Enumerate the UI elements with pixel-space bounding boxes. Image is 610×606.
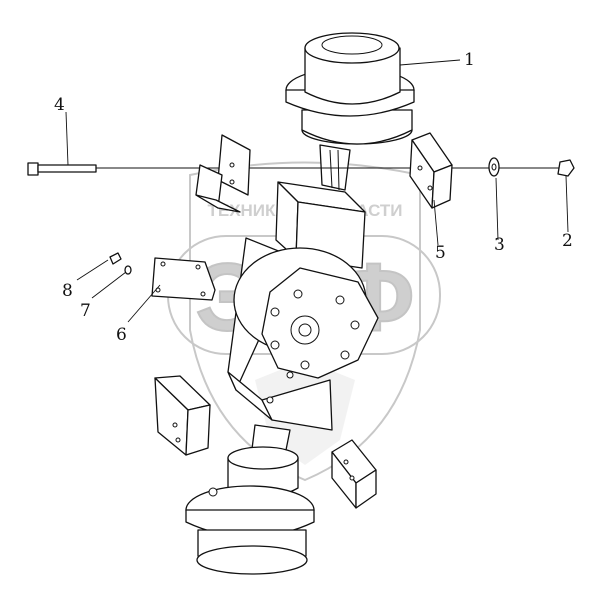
part-4-long-bolt [27, 162, 562, 176]
part-2-nut [557, 159, 575, 177]
bottom-hub [185, 446, 315, 575]
part-7-small-washer [124, 265, 132, 275]
part-3-washer [488, 157, 500, 177]
callout-7: 7 [80, 301, 91, 321]
part-5-plate [409, 132, 453, 209]
part-8-small-bolt [109, 252, 122, 265]
callout-3: 3 [494, 235, 505, 255]
lower-right-plate [331, 439, 377, 509]
upper-left-bracket [195, 134, 251, 213]
leader-lines [65, 59, 569, 323]
axle-housing [227, 181, 379, 471]
callout-1: 1 [464, 50, 475, 70]
callout-labels: 1 2 3 4 5 6 7 8 [54, 50, 573, 345]
callout-5: 5 [435, 243, 446, 263]
part-1-top-hub [285, 32, 415, 191]
callout-6: 6 [116, 325, 127, 345]
part-6-cover-plate [151, 257, 216, 301]
callout-8: 8 [62, 281, 73, 301]
callout-2: 2 [562, 231, 573, 251]
callout-4: 4 [54, 95, 65, 115]
lower-left-bracket [154, 375, 211, 456]
